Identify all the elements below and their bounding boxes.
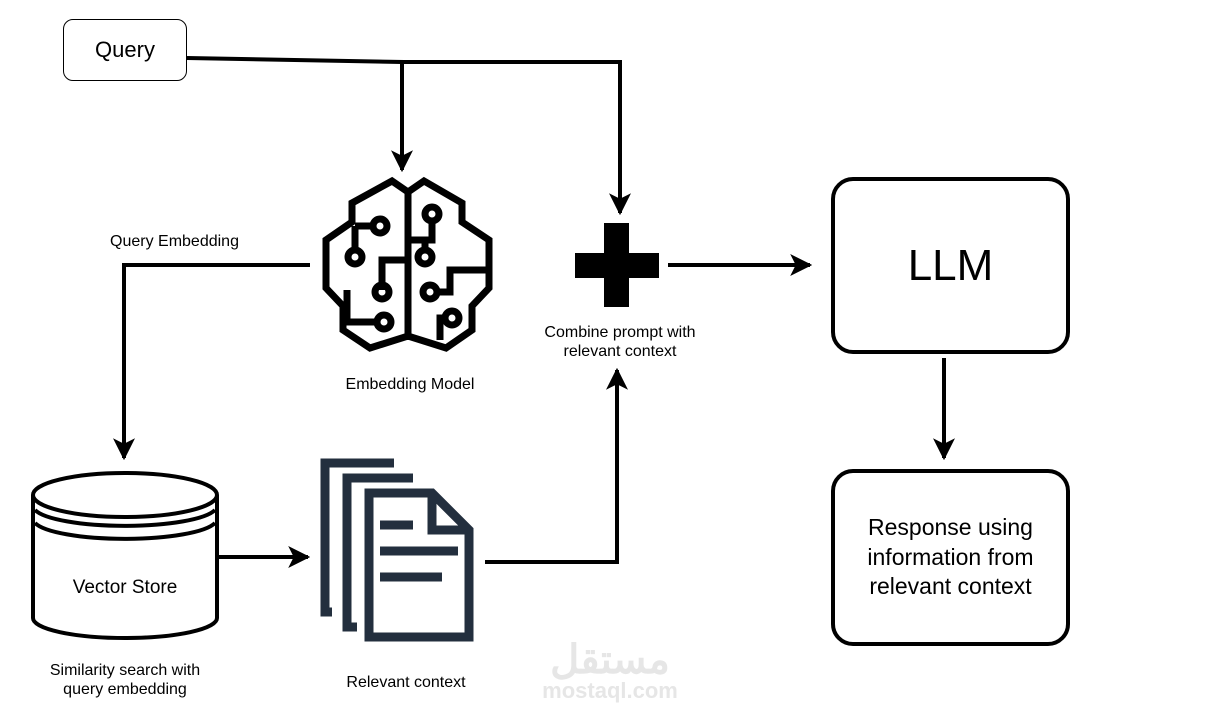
llm-node[interactable]: LLM: [831, 177, 1070, 354]
plus-icon: [575, 223, 659, 307]
response-label: Response using information from relevant…: [867, 513, 1034, 600]
database-cylinder-icon: [31, 471, 219, 640]
query-label: Query: [95, 37, 155, 62]
embedding-model-label: Embedding Model: [345, 376, 475, 393]
relevant-context-label: Relevant context: [346, 674, 466, 691]
documents-stack-icon: [320, 458, 474, 642]
similarity-label-line2: query embedding: [63, 681, 187, 699]
watermark: مستقل mostaql.com: [535, 640, 685, 702]
watermark-arabic: مستقل: [550, 638, 670, 682]
arrow-query-to-embedding-model: [186, 56, 413, 173]
llm-label: LLM: [907, 240, 994, 290]
arrow-embedding-to-vector-store: [113, 263, 310, 461]
similarity-search-label: Similarity search with query embedding: [20, 661, 230, 699]
arrow-query-to-combine: [400, 60, 631, 216]
combine-label-line1: Combine prompt with: [544, 324, 696, 341]
response-node[interactable]: Response using information from relevant…: [831, 469, 1070, 646]
arrow-context-to-combine: [485, 367, 628, 564]
similarity-label-line1: Similarity search with: [49, 662, 201, 679]
vector-store-label: Vector Store: [72, 577, 178, 598]
combine-label-line2: relevant context: [563, 343, 677, 361]
combine-label: Combine prompt with relevant context: [520, 323, 720, 361]
watermark-latin: mostaql.com: [542, 678, 678, 703]
query-node[interactable]: Query: [63, 19, 187, 81]
brain-circuit-icon: [322, 176, 493, 352]
query-embedding-label: Query Embedding: [110, 233, 239, 250]
